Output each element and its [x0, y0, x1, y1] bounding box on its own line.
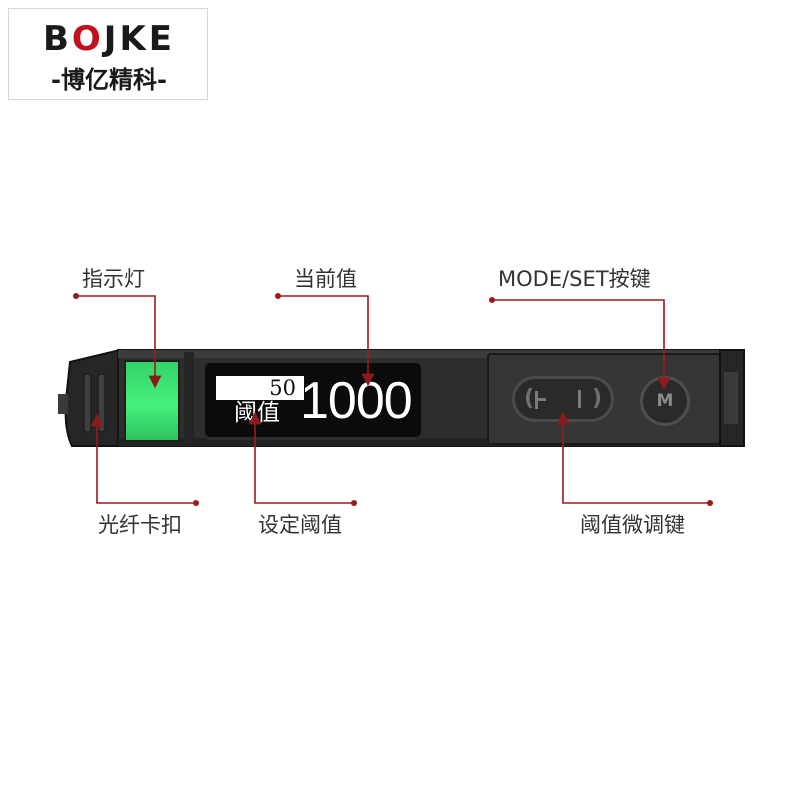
threshold-label: 阈值 — [234, 400, 280, 426]
brand-tagline: -博亿精科- — [51, 66, 167, 94]
threshold-value: 50 — [216, 376, 304, 400]
indicator-light — [124, 360, 180, 442]
callout-indicator-light: 指示灯 — [82, 267, 145, 291]
current-value-readout: 1000 — [300, 372, 413, 430]
mode-set-button[interactable]: M — [640, 376, 690, 426]
callout-threshold-adjust-keys: 阈值微调键 — [580, 513, 685, 537]
callout-set-threshold: 设定阈值 — [258, 513, 342, 537]
brand-logo: BOJKE -博亿精科- — [8, 8, 208, 100]
brand-name: BOJKE — [42, 19, 176, 59]
callout-fiber-clip: 光纤卡扣 — [98, 513, 182, 537]
callout-current-value: 当前值 — [294, 267, 357, 291]
adjust-left-glyph: ( — [524, 386, 535, 411]
callout-mode-set-key: MODE/SET按键 — [498, 267, 651, 291]
adjust-right-glyph: ) — [592, 386, 603, 411]
